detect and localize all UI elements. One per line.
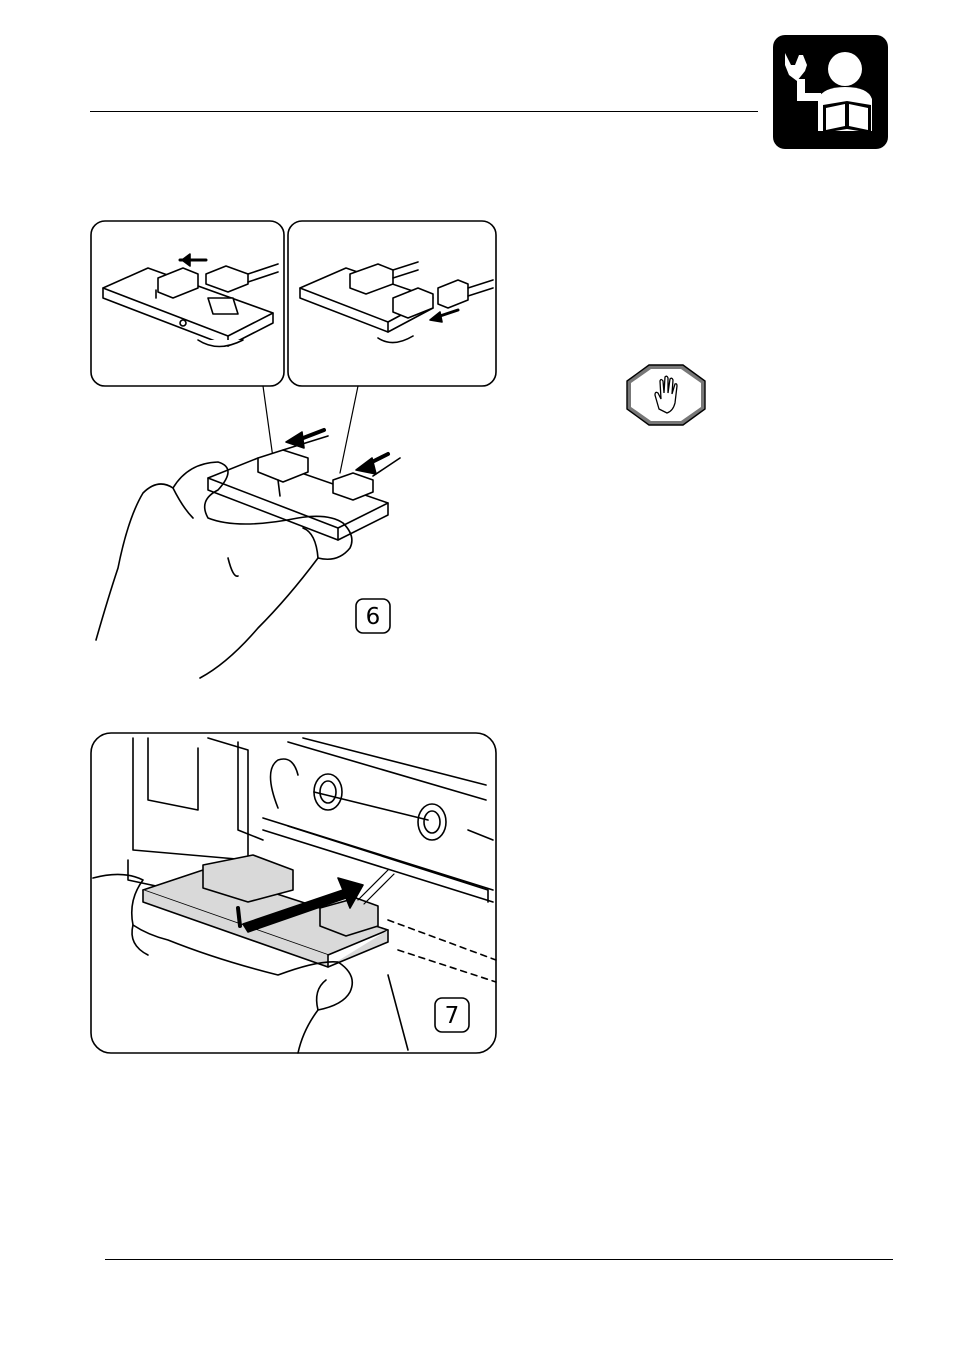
header-rule [90, 111, 758, 112]
figure-7-number-label: 7 [445, 1003, 460, 1029]
inset-right [288, 221, 496, 386]
footer-rule [105, 1259, 893, 1260]
service-manual-icon [773, 35, 888, 149]
figure-6-illustration: 6 [88, 218, 503, 680]
figure-6-number-label: 6 [366, 604, 381, 630]
inset-left [91, 221, 284, 386]
stop-hand-icon [625, 363, 707, 427]
figure-6-number: 6 [356, 599, 390, 633]
figure-7-illustration: 7 [88, 730, 500, 1056]
figure-7-number: 7 [435, 998, 469, 1032]
